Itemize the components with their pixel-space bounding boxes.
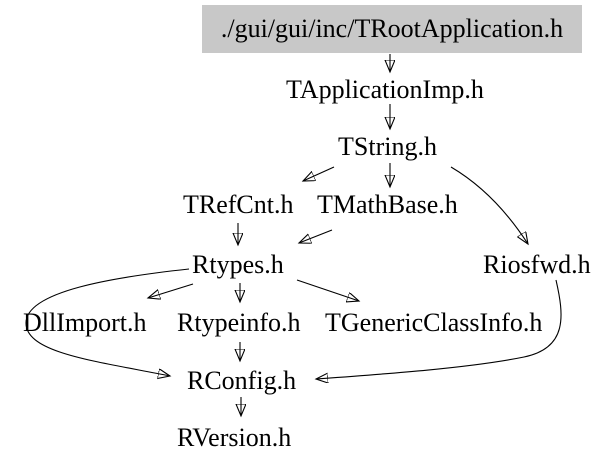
node-trefcnt[interactable]: TRefCnt.h — [183, 190, 294, 219]
node-tapplicationimp[interactable]: TApplicationImp.h — [286, 75, 484, 104]
edge-tmathbase-to-rtypes — [299, 229, 333, 243]
edge-rtypes-to-dllimport — [148, 283, 194, 298]
edge-tstring-to-trefcnt — [303, 166, 335, 181]
node-trootapplication-label: ./gui/gui/inc/TRootApplication.h — [220, 14, 564, 43]
edge-rtypes-to-tgenericclassinfo — [296, 279, 359, 301]
node-riosfwd[interactable]: Riosfwd.h — [483, 250, 591, 279]
edge-tstring-to-riosfwd — [450, 166, 528, 244]
node-trootapplication: ./gui/gui/inc/TRootApplication.h — [202, 5, 582, 53]
node-tgenericclassinfo[interactable]: TGenericClassInfo.h — [325, 308, 543, 337]
node-tmathbase[interactable]: TMathBase.h — [317, 190, 458, 219]
node-dllimport[interactable]: DllImport.h — [23, 308, 147, 337]
node-rversion[interactable]: RVersion.h — [177, 423, 292, 452]
node-rtypeinfo[interactable]: Rtypeinfo.h — [177, 308, 301, 337]
node-rtypes[interactable]: Rtypes.h — [192, 250, 284, 279]
node-rconfig[interactable]: RConfig.h — [187, 366, 297, 395]
node-tstring[interactable]: TString.h — [338, 132, 437, 161]
